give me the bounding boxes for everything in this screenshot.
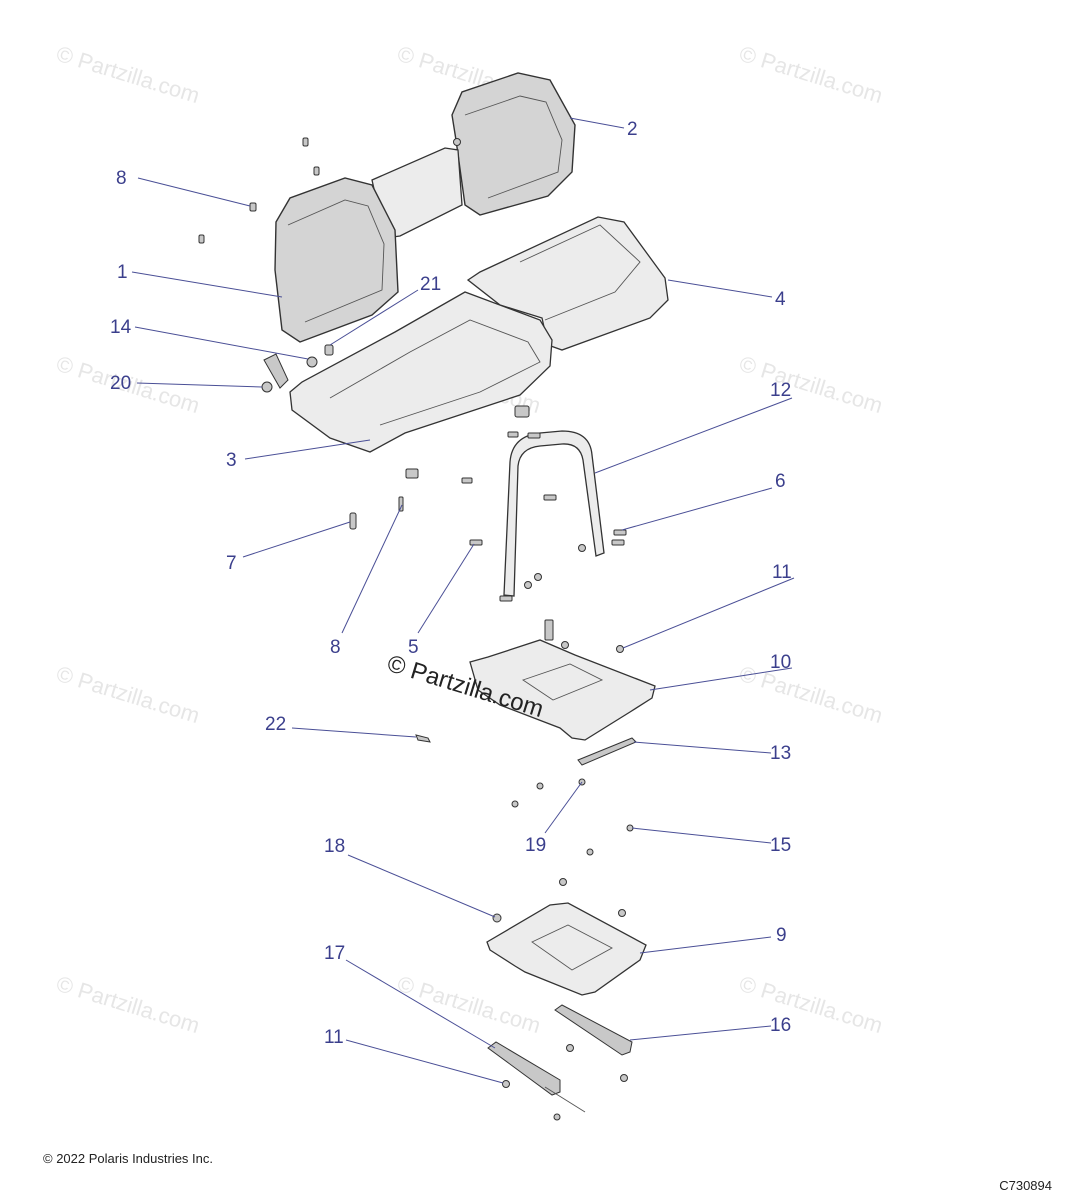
callout-16: 16 — [770, 1015, 791, 1036]
seat-mount-plate — [469, 639, 656, 741]
watermark: © Partzilla.com — [54, 41, 203, 108]
u-frame — [503, 430, 605, 597]
seat-bottom-right — [466, 216, 669, 351]
watermark: © Partzilla.com — [54, 971, 203, 1038]
watermark: © Partzilla.com — [737, 661, 886, 728]
callout-10: 10 — [770, 652, 791, 673]
seat-slide-rail-right — [554, 1004, 633, 1056]
seat-base-plate — [486, 902, 647, 996]
seat-bracket — [263, 353, 289, 389]
callout-6: 6 — [775, 471, 786, 492]
callout-5: 5 — [408, 637, 419, 658]
callout-21: 21 — [420, 274, 441, 295]
watermark: © Partzilla.com — [54, 661, 203, 728]
seat-bottom-left — [289, 291, 553, 453]
seat-slide-rail-left — [487, 1041, 561, 1096]
callout-14: 14 — [110, 317, 132, 338]
seat-base-assembly — [486, 878, 647, 1121]
watermark: © Partzilla.com — [737, 971, 886, 1038]
callout-2: 2 — [627, 119, 638, 140]
watermark: © Partzilla.com — [395, 971, 544, 1038]
copyright-notice: © 2022 Polaris Industries Inc. — [43, 1151, 213, 1166]
seat-spring — [415, 734, 431, 743]
callout-4: 4 — [775, 289, 786, 310]
watermark: © Partzilla.com — [737, 351, 886, 418]
callout-9: 9 — [776, 925, 787, 946]
diagram-code: C730894 — [999, 1178, 1052, 1193]
callout-labels: 8 2 1 21 4 14 20 3 12 6 7 8 5 11 10 22 1… — [110, 119, 792, 1048]
callout-19: 19 — [525, 835, 546, 856]
leader-lines — [131, 117, 795, 1084]
seat-cross-bar — [577, 737, 637, 766]
callout-3: 3 — [226, 450, 237, 471]
callout-22: 22 — [265, 714, 286, 735]
callout-11-upper: 11 — [772, 562, 792, 583]
callout-7: 7 — [226, 553, 237, 574]
seat-back-right — [451, 72, 576, 216]
seat-back-assembly — [198, 72, 576, 343]
callout-11-lower: 11 — [324, 1027, 344, 1048]
callout-17: 17 — [324, 943, 345, 964]
seat-back-left — [274, 177, 399, 343]
seat-frame-assembly — [349, 430, 627, 602]
seat-mount-plate-assembly — [415, 619, 656, 856]
callout-18: 18 — [324, 836, 345, 857]
watermark: © Partzilla.com — [737, 41, 886, 108]
callout-13: 13 — [770, 743, 791, 764]
callout-1: 1 — [117, 262, 128, 283]
callout-15: 15 — [770, 835, 791, 856]
callout-8-upper: 8 — [116, 168, 127, 189]
seat-bottom-assembly — [261, 216, 669, 453]
callout-12: 12 — [770, 380, 791, 401]
callout-8-lower: 8 — [330, 637, 341, 658]
callout-20: 20 — [110, 373, 131, 394]
